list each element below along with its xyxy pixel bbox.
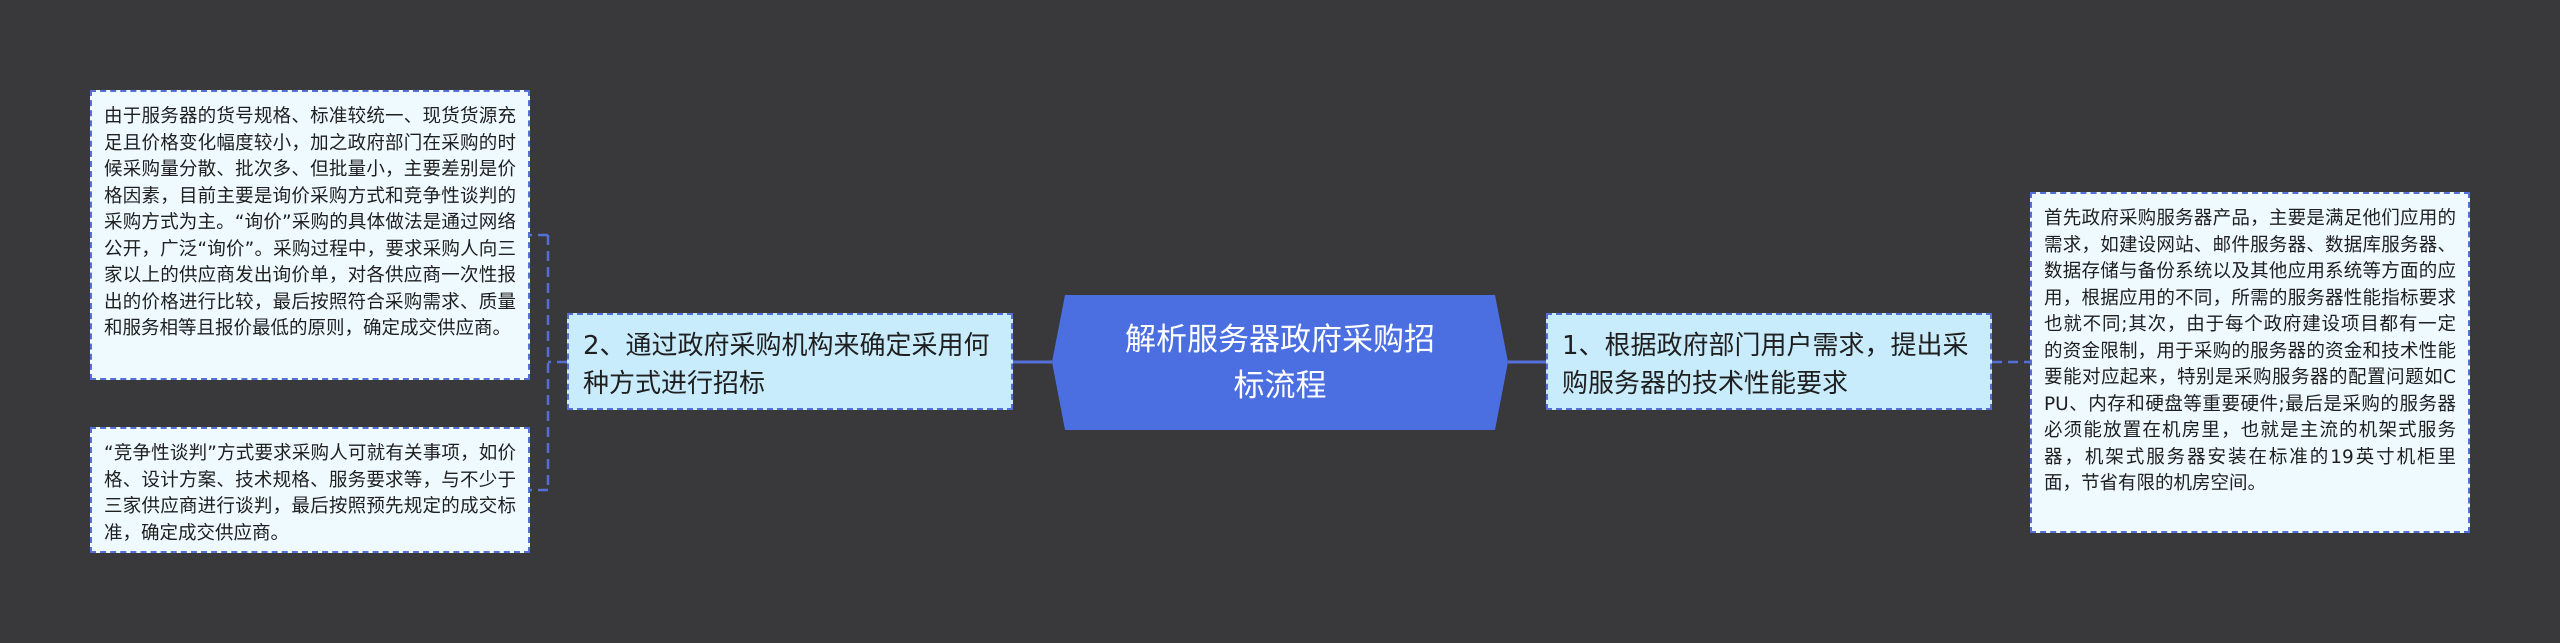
leaf-text: “竞争性谈判”方式要求采购人可就有关事项，如价格、设计方案、技术规格、服务要求等… <box>104 443 516 544</box>
leaf-node-server-requirements-detail[interactable]: 首先政府采购服务器产品，主要是满足他们应用的需求，如建设网站、邮件服务器、数据库… <box>2030 192 2470 533</box>
branch-label: 2、通过政府采购机构来确定采用何种方式进行招标 <box>583 331 990 399</box>
branch-label: 1、根据政府部门用户需求，提出采购服务器的技术性能要求 <box>1562 331 1969 399</box>
leaf-text: 由于服务器的货号规格、标准较统一、现货货源充足且价格变化幅度较小，加之政府部门在… <box>104 106 516 339</box>
central-topic-node[interactable]: 解析服务器政府采购招标流程 <box>1052 295 1508 430</box>
hexagon-shape <box>1052 295 1508 430</box>
leaf-node-inquiry-procurement[interactable]: 由于服务器的货号规格、标准较统一、现货货源充足且价格变化幅度较小，加之政府部门在… <box>90 90 530 380</box>
branch-node-procurement-method[interactable]: 2、通过政府采购机构来确定采用何种方式进行招标 <box>567 313 1013 410</box>
leaf-text: 首先政府采购服务器产品，主要是满足他们应用的需求，如建设网站、邮件服务器、数据库… <box>2044 208 2456 494</box>
branch-node-technical-requirements[interactable]: 1、根据政府部门用户需求，提出采购服务器的技术性能要求 <box>1546 313 1992 410</box>
leaf-node-competitive-negotiation[interactable]: “竞争性谈判”方式要求采购人可就有关事项，如价格、设计方案、技术规格、服务要求等… <box>90 427 530 553</box>
central-topic-title: 解析服务器政府采购招标流程 <box>1125 321 1435 404</box>
